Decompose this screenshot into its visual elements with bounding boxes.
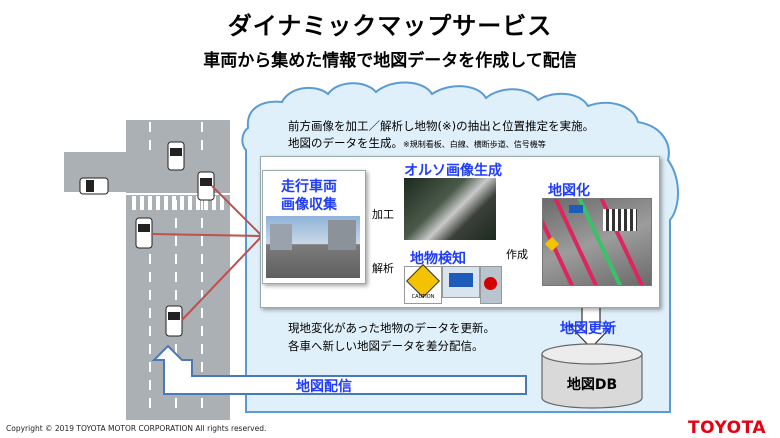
- street-photo: [266, 216, 360, 278]
- arrow-label-process: 加工: [372, 208, 394, 221]
- cloud-description-2: 地図のデータを生成。※規制看板、白線、横断歩道、信号機等: [288, 135, 546, 153]
- detection-label: 地物検知: [410, 251, 466, 267]
- direction-sign-photo: [442, 266, 480, 298]
- caution-sign-caption: CAUTION: [411, 294, 435, 300]
- car-5: [165, 305, 183, 337]
- no-entry-sign-icon: [484, 277, 497, 290]
- building-right: [328, 220, 356, 250]
- update-text-2: 各車へ新しい地図データを差分配信。: [288, 339, 484, 353]
- toyota-logo: TOYOTA: [688, 418, 767, 438]
- cloud-description-note: ※規制看板、白線、横断歩道、信号機等: [403, 140, 546, 149]
- map-db-cylinder: [541, 343, 643, 409]
- car-1: [167, 141, 185, 171]
- stop-sign-photo: [480, 266, 502, 304]
- update-label: 地図更新: [560, 321, 616, 337]
- caution-sign-icon: [406, 264, 440, 298]
- direction-sign-icon: [449, 273, 473, 287]
- map-render: [542, 198, 652, 286]
- page-title: ダイナミックマップサービス: [227, 12, 553, 40]
- collection-label-line1: 走行車両: [281, 179, 337, 195]
- arrow-label-create: 作成: [506, 248, 528, 261]
- cloud-description-2-text: 地図のデータを生成。: [288, 136, 403, 150]
- page-subtitle: 車両から集めた情報で地図データを作成して配信: [203, 51, 577, 71]
- copyright-text: Copyright © 2019 TOYOTA MOTOR CORPORATIO…: [6, 424, 267, 433]
- building-left: [270, 224, 292, 250]
- car-3: [79, 177, 109, 195]
- cloud-description-1: 前方画像を加工／解析し地物(※)の抽出と位置推定を実施。: [288, 119, 595, 133]
- car-4: [135, 217, 153, 249]
- map-sign-icon: [569, 205, 583, 213]
- caution-sign-photo: CAUTION: [404, 264, 442, 304]
- ortho-image: [404, 178, 496, 240]
- arrow-label-analysis: 解析: [372, 262, 394, 275]
- collection-label: 走行車両 画像収集: [281, 178, 337, 214]
- car-2: [197, 171, 215, 201]
- collection-label-line2: 画像収集: [281, 197, 337, 213]
- ortho-label: オルソ画像生成: [404, 163, 502, 179]
- map-crosswalk: [603, 209, 637, 231]
- distribution-label: 地図配信: [296, 379, 352, 395]
- collection-lines: [151, 185, 263, 321]
- update-text-1: 現地変化があった地物のデータを更新。: [288, 321, 495, 335]
- map-db-label: 地図DB: [566, 377, 618, 393]
- mapgen-label: 地図化: [548, 183, 590, 199]
